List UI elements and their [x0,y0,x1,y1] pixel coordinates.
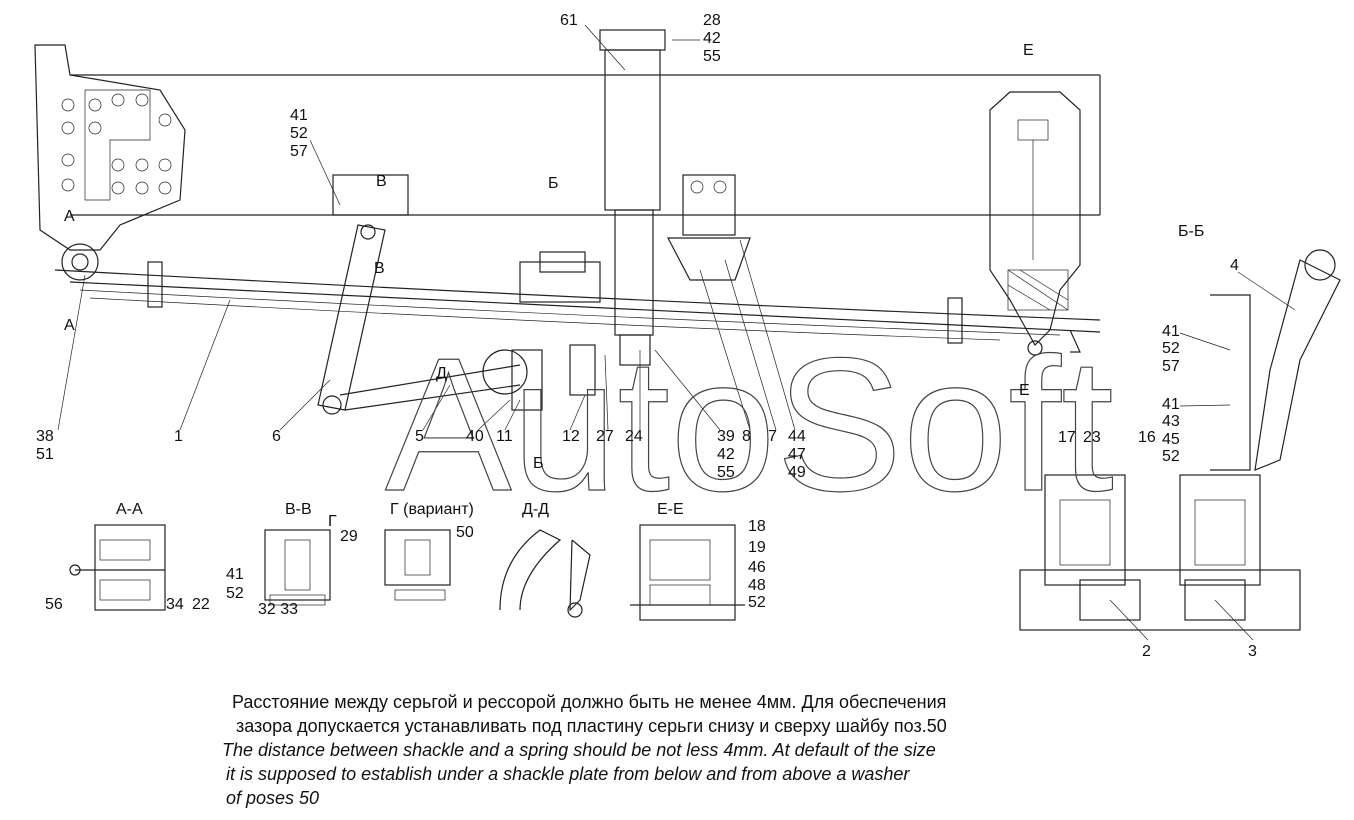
callout: 34 [166,596,184,613]
callout: 46 [748,559,766,576]
callout: 32 33 [258,601,298,618]
callout: 19 [748,539,766,556]
leader-lines [57,24,1296,431]
note-en-line2: it is supposed to establish under a shac… [226,764,910,784]
note-ru-line1: Расстояние между серьгой и рессорой долж… [232,692,947,712]
callout: 43 [1162,413,1180,430]
callout: 52 [226,585,244,602]
callout: 57 [1162,358,1180,375]
note-en-line3: of poses 50 [226,788,320,808]
section-mark: Е [1023,42,1034,59]
front-bracket [34,44,186,281]
callout: 48 [748,577,766,594]
bump-stop [667,174,751,281]
section-title: В-В [285,501,312,518]
callout: 16 [1138,429,1156,446]
section-title: Б-Б [1178,223,1204,240]
section-g-drawing [384,529,451,601]
section-mark: А [64,208,75,225]
rod [339,349,528,411]
callout: 2 [1142,643,1151,660]
callout: 8 [742,428,751,445]
section-title: Е-Е [657,501,684,518]
callout: 49 [788,464,806,481]
callout: 52 [1162,448,1180,465]
section-title: Г (вариант) [390,501,474,518]
section-marks: Е В Б А В А Д Е Б Г [64,42,1034,530]
callout: 52 [290,125,308,142]
callout: 24 [625,428,643,445]
section-ee-drawing [630,524,745,621]
rear-bracket [989,91,1081,356]
callout: 18 [748,518,766,535]
callout: 41 [226,566,244,583]
section-bb-drawing [1019,249,1341,641]
section-titles: Б-Б А-А В-В Г (вариант) Д-Д Е-Е [116,223,1204,518]
callout: 23 [1083,429,1101,446]
callout: 7 [768,428,777,445]
section-aa-drawing [69,524,166,611]
callout: 1 [174,428,183,445]
callout: 3 [1248,643,1257,660]
note-en-line1: The distance between shackle and a sprin… [222,740,936,760]
callout: 47 [788,446,806,463]
section-mark: В [374,260,385,277]
section-mark: Б [533,455,544,472]
callout: 55 [703,48,721,65]
callout: 61 [560,12,578,29]
callout: 41 [290,107,308,124]
section-title: А-А [116,501,143,518]
callout: 29 [340,528,358,545]
watermark-logo: AutoSoft [385,319,1114,531]
callout: 12 [562,428,580,445]
callout: 11 [496,428,513,445]
callout: 45 [1162,431,1180,448]
callout: 52 [748,594,766,611]
callout-labels: 61 28 42 55 41 52 57 4 41 52 57 41 43 45… [36,12,1257,660]
callout: 55 [717,464,735,481]
callout: 17 [1058,429,1076,446]
section-mark: В [376,173,387,190]
section-mark: Д [436,365,447,382]
note-ru-line2: зазора допускается устанавливать под пла… [236,716,947,736]
section-title: Д-Д [522,501,549,518]
callout: 39 [717,428,735,445]
callout: 56 [45,596,63,613]
callout: 5 [415,428,424,445]
callout: 42 [703,30,721,47]
callout: 41 [1162,323,1180,340]
callout: 42 [717,446,735,463]
callout: 57 [290,143,308,160]
callout: 28 [703,12,721,29]
section-dd-drawing [499,529,591,618]
callout: 27 [596,428,614,445]
callout: 40 [466,428,484,445]
spring-pad [511,251,601,411]
callout: 50 [456,524,474,541]
section-mark: Б [548,175,559,192]
callout: 38 [36,428,54,445]
frame-rail [70,74,1101,216]
callout: 4 [1230,257,1239,274]
callout: 51 [36,446,54,463]
shock-absorber [599,29,666,366]
section-mark: А [64,317,75,334]
section-vv-drawing [264,529,331,606]
section-mark: Г [328,513,337,530]
callout: 52 [1162,340,1180,357]
callout: 44 [788,428,806,445]
callout: 22 [192,596,210,613]
callout: 41 [1162,396,1180,413]
section-mark: Е [1019,382,1030,399]
callout: 6 [272,428,281,445]
